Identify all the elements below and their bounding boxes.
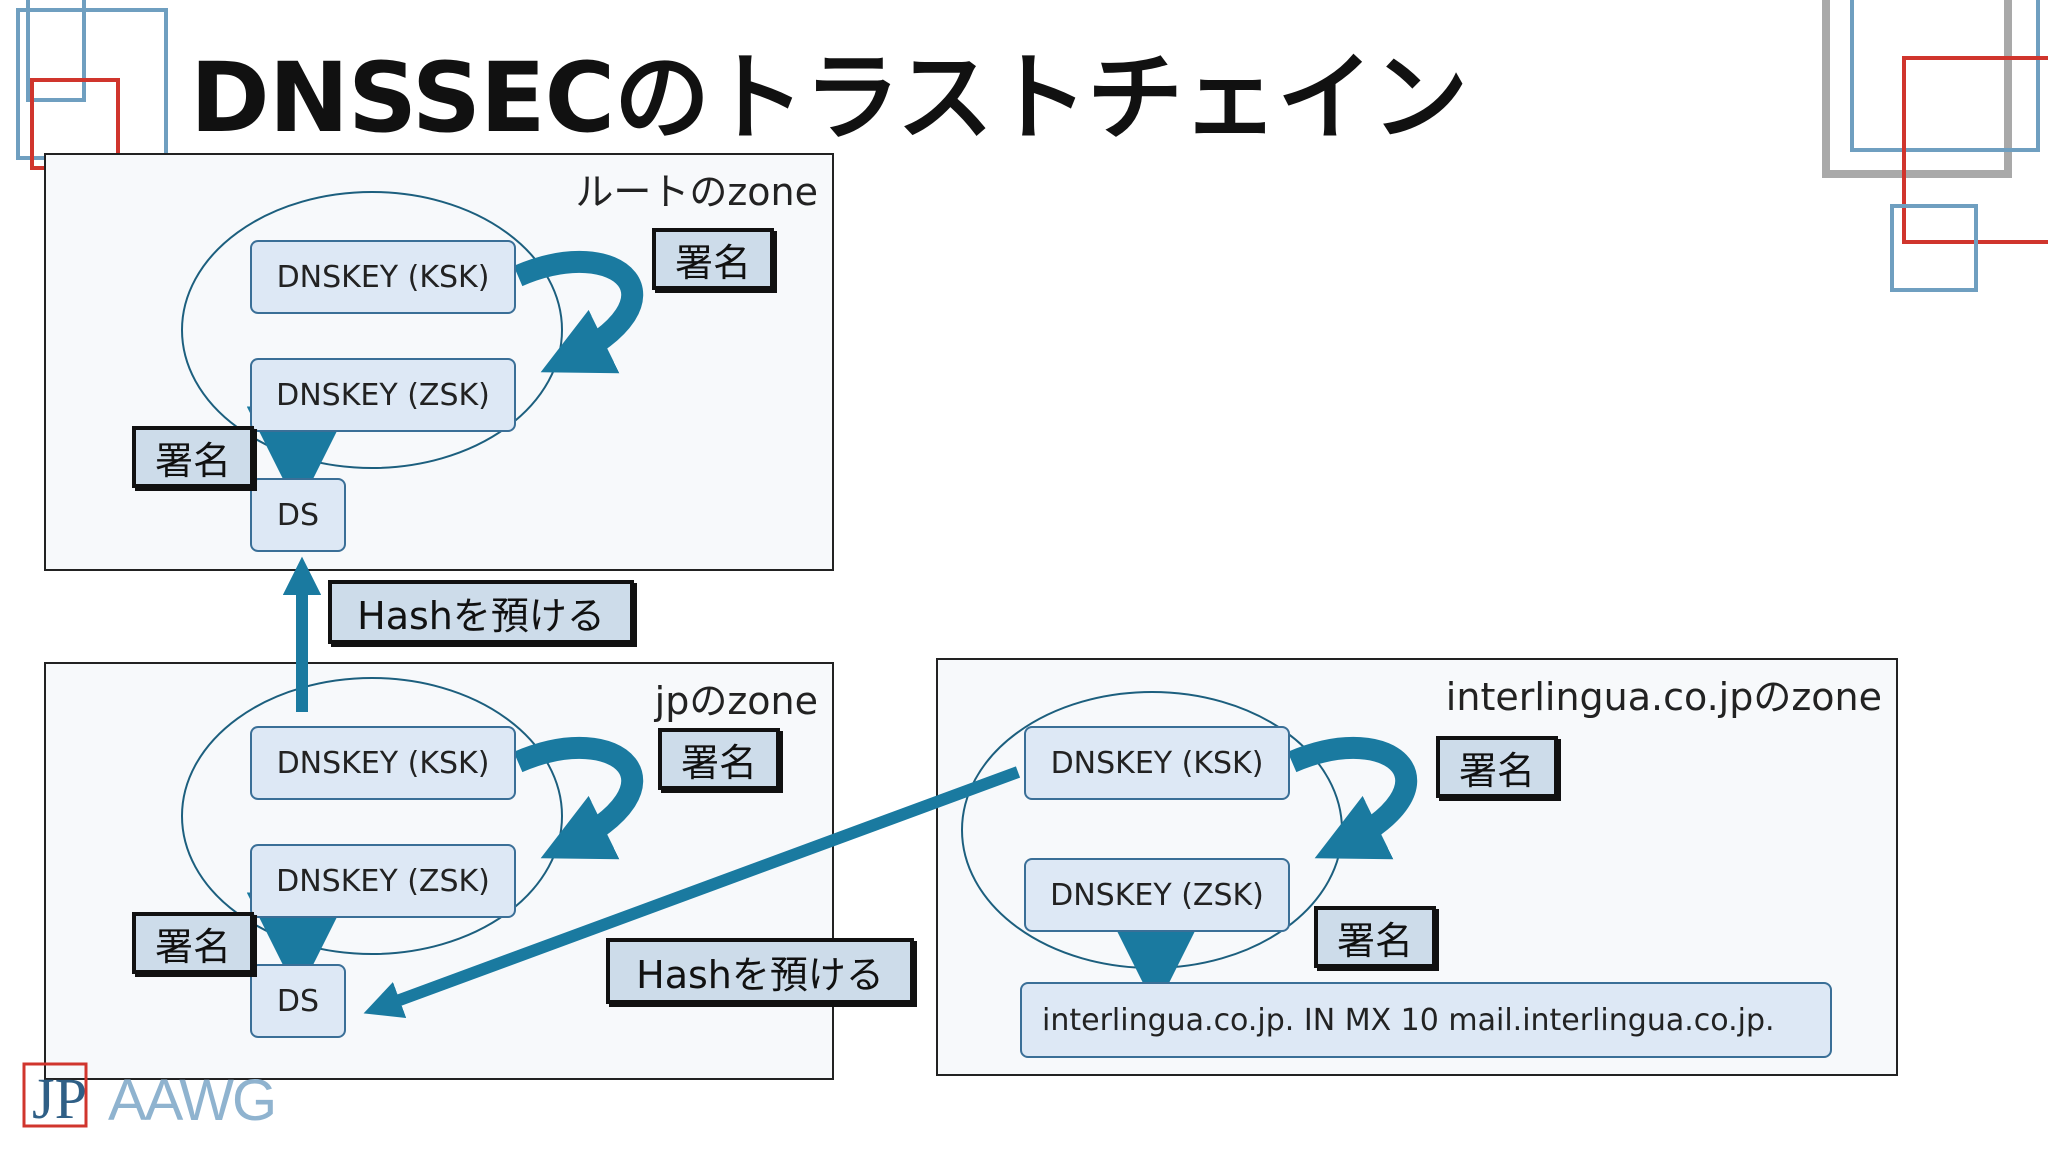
interlingua-ksk-sign-label: 署名 (1436, 736, 1558, 798)
logo-aawg-text: AAWG (108, 1068, 275, 1130)
root-ksk-sign-label: 署名 (652, 228, 774, 290)
jp-ksk-record: DNSKEY (KSK) (250, 726, 516, 800)
root-zsk-sign-label: 署名 (132, 426, 254, 488)
deco-square (1890, 204, 1978, 292)
page-title: DNSSECのトラストチェイン (190, 42, 1468, 154)
deco-square (1850, 0, 2040, 152)
interlingua-zsk-record: DNSKEY (ZSK) (1024, 858, 1290, 932)
root-ksk-record: DNSKEY (KSK) (250, 240, 516, 314)
jp-zsk-record: DNSKEY (ZSK) (250, 844, 516, 918)
interlingua-ksk-record: DNSKEY (KSK) (1024, 726, 1290, 800)
interlingua-mx-record: interlingua.co.jp. IN MX 10 mail.interli… (1020, 982, 1832, 1058)
deco-square (26, 0, 86, 102)
jpaawg-logo: JP AAWG (22, 1062, 277, 1130)
logo-jp-text: JP (32, 1066, 87, 1130)
jp-zone-label: jpのzone (654, 679, 818, 723)
deco-square (1902, 56, 2048, 244)
jp-ksk-sign-label: 署名 (658, 728, 780, 790)
root-ds-record: DS (250, 478, 346, 552)
root-zsk-record: DNSKEY (ZSK) (250, 358, 516, 432)
interlingua-zone-label: interlingua.co.jpのzone (1445, 675, 1882, 719)
interlingua-zsk-sign-label: 署名 (1314, 906, 1436, 968)
jp-ds-record: DS (250, 964, 346, 1038)
logo-frame (22, 1062, 88, 1128)
jp-to-root-hash-label: Hashを預ける (328, 580, 634, 644)
deco-square (16, 8, 168, 160)
interlingua-to-jp-hash-label: Hashを預ける (606, 938, 914, 1004)
root-zone-label: ルートのzone (575, 170, 818, 214)
jp-zsk-sign-label: 署名 (132, 912, 254, 974)
deco-square (1822, 0, 2012, 178)
